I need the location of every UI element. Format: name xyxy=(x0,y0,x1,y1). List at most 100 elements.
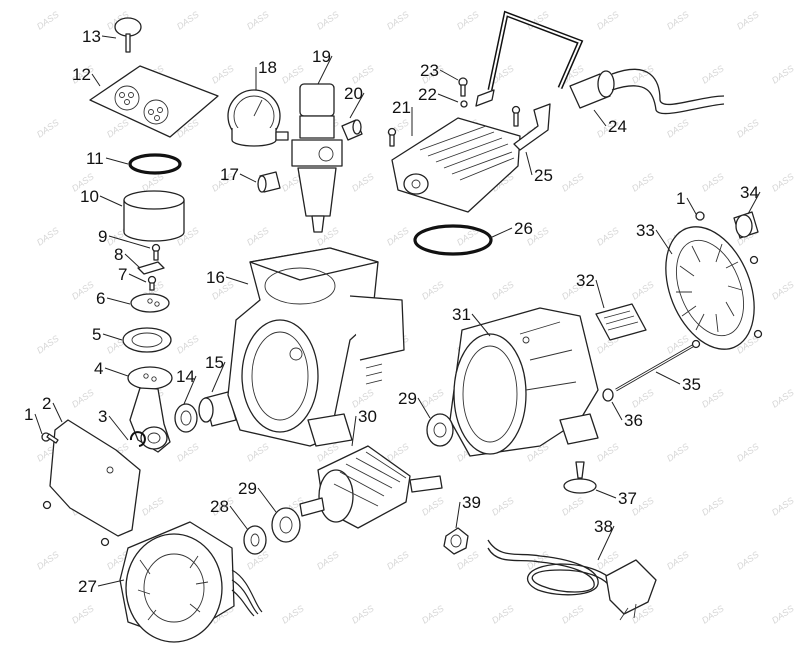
part-label-16: 16 xyxy=(206,268,225,287)
watermark: DASS xyxy=(70,603,96,625)
watermark: DASS xyxy=(735,117,761,139)
leader-line-34 xyxy=(747,191,761,215)
watermark: DASS xyxy=(280,63,306,85)
leader-line-30 xyxy=(351,415,357,447)
leader-line-1b xyxy=(686,197,697,215)
part-4-piston-connecting-rod xyxy=(127,366,173,453)
part-label-23: 23 xyxy=(420,61,439,80)
part-label-6: 6 xyxy=(96,289,105,308)
watermark: DASS xyxy=(35,117,61,139)
part-label-11: 11 xyxy=(86,149,104,168)
watermark: DASS xyxy=(630,171,656,193)
watermark: DASS xyxy=(315,9,341,31)
watermark: DASS xyxy=(490,279,516,301)
part-33-fan-cover xyxy=(665,226,755,350)
watermark: DASS xyxy=(770,495,796,517)
leader-line-3 xyxy=(108,415,129,441)
watermark: DASS xyxy=(665,333,691,355)
leader-line-29b xyxy=(417,397,431,419)
part-label-2: 2 xyxy=(42,394,51,413)
part-6-valve-disc xyxy=(130,293,170,313)
part-5-piston-ring xyxy=(122,327,172,353)
part-2-end-cover-gasket xyxy=(49,419,141,537)
watermark: DASS xyxy=(105,117,131,139)
part-label-21: 21 xyxy=(392,98,411,117)
watermark: DASS xyxy=(700,171,726,193)
watermark: DASS xyxy=(315,549,341,571)
watermark: DASS xyxy=(630,279,656,301)
watermark: DASS xyxy=(735,9,761,31)
watermark: DASS xyxy=(665,549,691,571)
watermark: DASS xyxy=(35,225,61,247)
watermark: DASS xyxy=(35,333,61,355)
leader-line-10 xyxy=(99,195,123,207)
watermark: DASS xyxy=(630,63,656,85)
part-19-filter-regulator xyxy=(291,83,343,233)
part-label-31: 31 xyxy=(452,305,471,324)
leader-line-14 xyxy=(183,375,197,405)
leader-line-15 xyxy=(211,361,226,393)
part-9-screw xyxy=(151,243,161,261)
part-21-cylinder-head xyxy=(391,117,521,213)
watermark: DASS xyxy=(770,279,796,301)
leader-line-35 xyxy=(655,371,681,385)
part-14-bearing xyxy=(174,403,198,433)
part-28-washer xyxy=(243,525,267,555)
watermark: DASS xyxy=(420,279,446,301)
watermark: DASS xyxy=(245,441,271,463)
part-label-15: 15 xyxy=(205,353,224,372)
part-1-screw-right xyxy=(695,211,763,339)
part-label-38: 38 xyxy=(594,517,613,536)
part-label-24: 24 xyxy=(608,117,627,136)
watermark: DASS xyxy=(385,549,411,571)
watermark: DASS xyxy=(700,63,726,85)
part-label-14: 14 xyxy=(176,367,195,386)
part-27-stator xyxy=(119,521,263,643)
watermark: DASS xyxy=(560,603,586,625)
part-label-26: 26 xyxy=(514,219,533,238)
part-label-1b: 1 xyxy=(676,189,685,208)
part-label-34: 34 xyxy=(740,183,759,202)
part-label-19: 19 xyxy=(312,47,331,66)
watermark: DASS xyxy=(490,603,516,625)
watermark: DASS xyxy=(595,441,621,463)
leader-line-33 xyxy=(655,229,673,255)
leader-line-28 xyxy=(229,505,249,531)
watermark: DASS xyxy=(35,9,61,31)
watermark: DASS xyxy=(770,171,796,193)
part-29-bearing-rear xyxy=(426,413,454,447)
part-26-head-seal xyxy=(413,224,493,256)
watermark: DASS xyxy=(245,225,271,247)
part-label-29a: 29 xyxy=(238,479,257,498)
watermark: DASS xyxy=(70,279,96,301)
part-30-rotor xyxy=(299,445,443,529)
part-label-20: 20 xyxy=(344,84,363,103)
watermark: DASS xyxy=(70,387,96,409)
part-label-30: 30 xyxy=(358,407,377,426)
leader-line-22 xyxy=(437,93,459,103)
part-36-washer xyxy=(602,388,614,402)
watermark: DASS xyxy=(595,225,621,247)
watermark: DASS xyxy=(350,603,376,625)
watermark: DASS xyxy=(350,171,376,193)
watermark: DASS xyxy=(700,387,726,409)
watermark: DASS xyxy=(770,387,796,409)
watermark: DASS xyxy=(665,9,691,31)
watermark: DASS xyxy=(595,9,621,31)
watermark: DASS xyxy=(735,441,761,463)
leader-line-16 xyxy=(225,276,249,285)
leader-line-38 xyxy=(597,525,615,561)
leader-line-20 xyxy=(349,92,365,119)
part-label-33: 33 xyxy=(636,221,655,240)
part-29-bearing-front xyxy=(271,507,301,543)
watermark: DASS xyxy=(665,117,691,139)
part-34-on-off-switch xyxy=(733,211,759,239)
leader-line-19 xyxy=(317,55,333,85)
part-37-rubber-foot xyxy=(563,461,597,494)
part-label-10: 10 xyxy=(80,187,99,206)
watermark: DASS xyxy=(700,495,726,517)
watermark: DASS xyxy=(140,171,166,193)
part-label-12: 12 xyxy=(72,65,91,84)
